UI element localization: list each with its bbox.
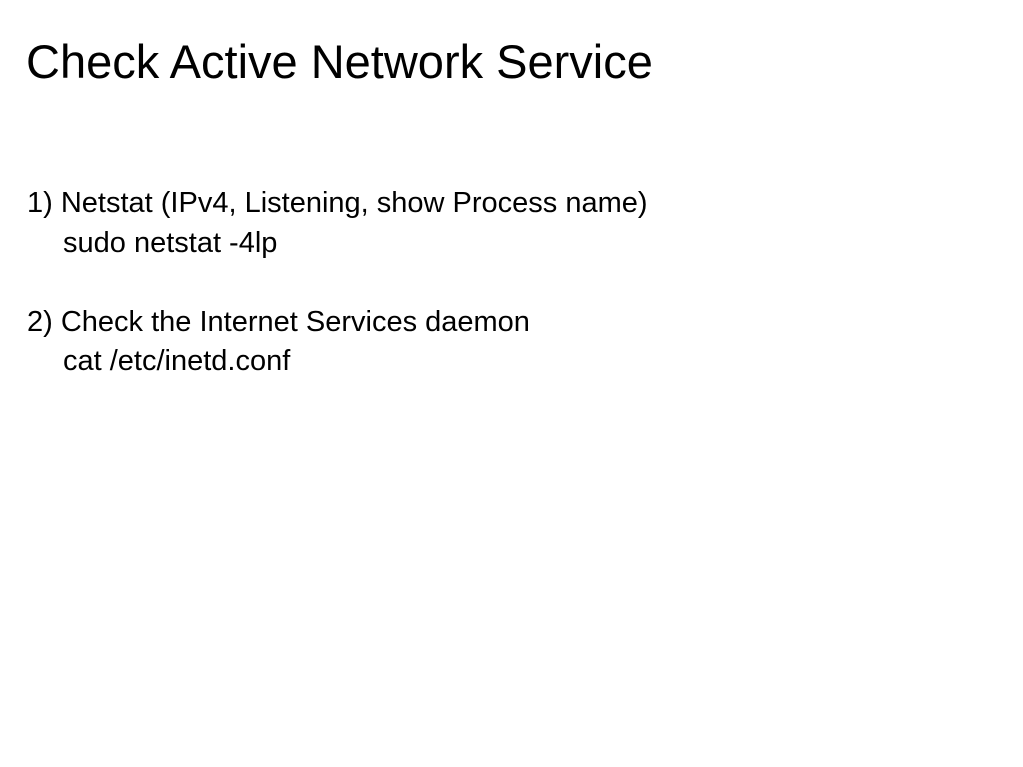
step-2-command: cat /etc/inetd.conf	[63, 345, 291, 377]
step-2-heading: 2) Check the Internet Services daemon	[27, 306, 530, 338]
step-1-command: sudo netstat -4lp	[63, 227, 278, 259]
slide-title: Check Active Network Service	[26, 35, 653, 88]
step-1-heading: 1) Netstat (IPv4, Listening, show Proces…	[27, 187, 648, 219]
